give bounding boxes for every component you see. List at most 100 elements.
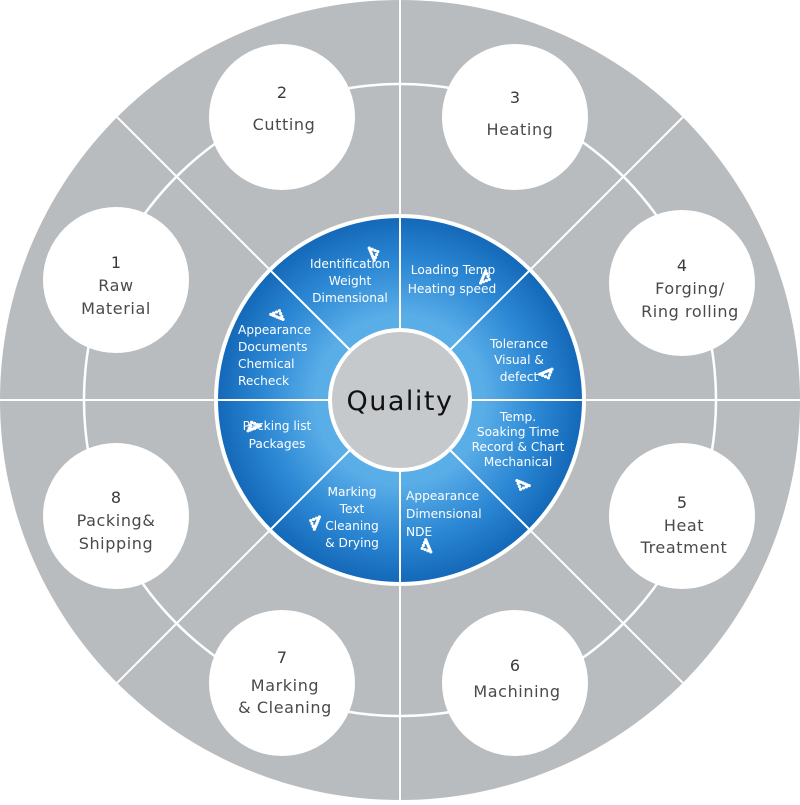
inner-flow-arrow [269, 309, 285, 321]
arrow-dot [423, 547, 427, 552]
check-text: NDE [406, 525, 432, 539]
arrow-dot [486, 274, 490, 279]
step-label: Heating [487, 120, 554, 139]
arrow-dot [424, 540, 429, 544]
arrow-dot [521, 481, 525, 485]
quality-checks: Identification Weight Dimensional Loadin… [238, 257, 565, 550]
check-text: defect [500, 370, 539, 384]
check-text: Marking [328, 485, 377, 499]
inner-divider [269, 448, 352, 531]
check-segment-6: Marking Text Cleaning & Drying [325, 485, 379, 550]
step-number: 5 [677, 493, 687, 512]
inner-flow-arrow [479, 269, 491, 285]
center-label: Quality [347, 386, 454, 417]
check-text: Soaking Time [477, 425, 559, 439]
inner-flow-arrows [246, 246, 554, 554]
spoke-line [530, 530, 684, 684]
check-text: Visual & [494, 353, 544, 367]
step-6: 6 Machining [442, 610, 588, 756]
arrow-dot [316, 517, 321, 521]
check-text: Chemical [238, 357, 295, 371]
arrow-dot [312, 517, 316, 521]
arrow-dot [479, 279, 484, 283]
step-label: Material [81, 299, 151, 318]
check-segment-2: Loading Temp Heating speed [408, 263, 496, 296]
step-4: 4 Forging/ Ring rolling [609, 210, 755, 356]
step-circle [209, 610, 355, 756]
step-number: 8 [111, 488, 121, 507]
check-segment-5: Appearance Dimensional NDE [406, 489, 482, 539]
step-8: 8 Packing& Shipping [43, 443, 189, 589]
step-label: Machining [473, 682, 560, 701]
step-number: 3 [510, 88, 520, 107]
step-label: Ring rolling [641, 302, 739, 321]
arrow-dot [481, 275, 485, 279]
inner-divider [269, 269, 352, 352]
check-segment-8: Appearance Documents Chemical Recheck [238, 323, 311, 388]
step-label: & Cleaning [238, 698, 332, 717]
step-circle [43, 443, 189, 589]
inner-divider [448, 269, 531, 352]
step-1: 1 Raw Material [43, 207, 189, 353]
step-label: Packing& [77, 511, 156, 530]
step-number: 4 [677, 256, 687, 275]
arrow-dot [521, 486, 526, 490]
step-number: 6 [510, 656, 520, 675]
arrow-dot [252, 426, 256, 430]
arrow-dot [540, 371, 544, 376]
check-text: Identification [310, 257, 390, 271]
check-text: & Drying [325, 536, 379, 550]
step-circle [609, 210, 755, 356]
arrow-dot [275, 315, 279, 319]
spoke-line [116, 116, 270, 270]
arrow-dot [517, 479, 521, 484]
step-label: Forging/ [655, 279, 725, 298]
arrow-dot [252, 421, 257, 425]
arrow-dot [371, 256, 376, 260]
arrow-dot [517, 484, 521, 488]
arrow-dot [375, 252, 379, 257]
step-3: 3 Heating [442, 44, 588, 190]
check-text: Dimensional [312, 291, 388, 305]
arrow-dot [484, 279, 488, 283]
arrow-dot [277, 309, 282, 313]
step-circle [209, 44, 355, 190]
check-segment-4: Temp. Soaking Time Record & Chart Mechan… [472, 410, 565, 469]
arrow-dot [487, 277, 491, 282]
check-text: Weight [329, 274, 372, 288]
step-2: 2 Cutting [209, 44, 355, 190]
step-number: 2 [277, 83, 287, 102]
step-label: Treatment [640, 538, 728, 557]
arrow-dot [274, 310, 279, 314]
step-circles: 1 Raw Material 2 Cutting 3 Heating 4 For… [43, 44, 755, 756]
step-7: 7 Marking & Cleaning [209, 610, 355, 756]
step-number: 1 [111, 253, 121, 272]
arrow-dot [373, 248, 377, 253]
check-text: Dimensional [406, 507, 482, 521]
step-label: Raw [98, 276, 133, 295]
check-text: Cleaning [325, 519, 378, 533]
check-text: Appearance [406, 489, 479, 503]
arrow-dot [518, 487, 523, 491]
arrow-dot [547, 373, 552, 377]
step-circle [442, 610, 588, 756]
arrow-dot [376, 250, 380, 254]
arrow-dot [546, 376, 550, 380]
step-label: Heat [664, 516, 704, 535]
check-text: Heating speed [408, 282, 496, 296]
inner-flow-arrow [515, 479, 531, 491]
check-text: Documents [238, 340, 308, 354]
step-label: Shipping [79, 534, 154, 553]
inner-flow-arrow [309, 515, 321, 531]
check-text: Packing list [243, 419, 312, 433]
step-label: Marking [251, 676, 319, 695]
arrow-dot [426, 544, 430, 548]
arrow-dot [279, 312, 283, 316]
center-disc [332, 332, 468, 468]
step-label: Cutting [253, 115, 316, 134]
spoke-line [116, 530, 270, 684]
arrow-dot [420, 546, 424, 550]
check-text: Appearance [238, 323, 311, 337]
